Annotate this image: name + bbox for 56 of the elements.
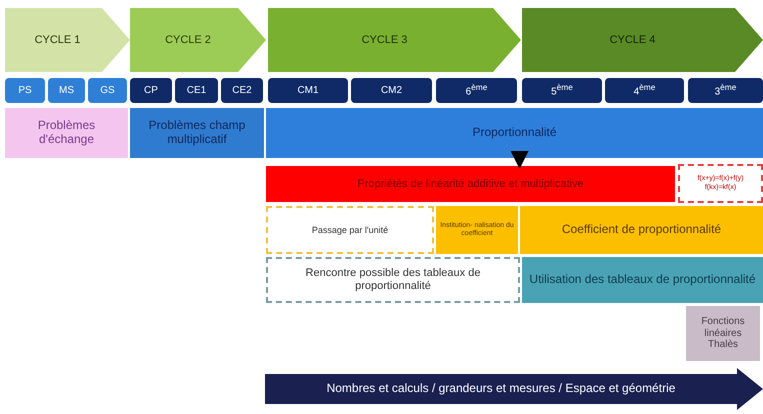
topic-box (266, 108, 763, 158)
grade-label: CM2 (380, 84, 402, 96)
grade-label: 6$^{ème}$ (466, 83, 488, 98)
grade-tab (175, 78, 218, 103)
domain-arrow (265, 368, 763, 410)
grade-tab (268, 78, 348, 103)
grade-tab (5, 78, 45, 103)
topic-text: Problèmes d'échange (36, 119, 96, 147)
dashed-topic-box (678, 164, 763, 203)
topic-text: Problèmes champ multiplicatif (148, 119, 246, 147)
grade-label: CE1 (186, 84, 206, 96)
grade-tab (48, 78, 85, 103)
topic-text: Rencontre possible des tableaux de proportionnalité (304, 267, 482, 293)
grade-tab (221, 78, 263, 103)
arrow (510, 151, 529, 169)
topic-box (266, 166, 675, 202)
grade-label: GS (100, 84, 115, 96)
grade-label: 4$^{ème}$ (634, 83, 656, 98)
grade-label: 3$^{ème}$ (714, 83, 736, 98)
grade-tab (88, 78, 127, 103)
topic-text: Passage par l'unité (312, 224, 388, 236)
topic-box (436, 206, 518, 254)
cycle-label: CYCLE 1 (34, 34, 80, 46)
cycle-header (5, 8, 130, 72)
cycle-header (522, 8, 763, 72)
topic-text: Nombres et calculs / grandeurs et mesures / Espace et géométrie (326, 382, 676, 396)
grade-label: PS (18, 84, 32, 96)
grade-tab (130, 78, 172, 103)
topic-text: Utilisation des tableaux de proportionnalité (529, 273, 756, 287)
grade-label: CP (144, 84, 158, 96)
grade-tab (351, 78, 432, 103)
grade-tab (605, 78, 684, 103)
grade-tab (436, 78, 517, 103)
cycle-label: CYCLE 2 (165, 34, 211, 46)
cycle-header (268, 8, 521, 72)
cycle-label: CYCLE 4 (610, 34, 656, 46)
grade-label: CE2 (232, 84, 252, 96)
cycle-label: CYCLE 3 (362, 34, 408, 46)
topic-text: Propriétés de linéarité additive et multiplicative (357, 178, 584, 190)
topic-box (130, 108, 264, 158)
grade-tab (522, 78, 602, 103)
topic-box (686, 306, 760, 361)
grade-label: 5$^{ème}$ (551, 83, 573, 98)
dashed-topic-box (266, 257, 520, 303)
dashed-topic-box (266, 206, 434, 254)
grade-label: MS (59, 84, 74, 96)
topic-text: Fonctions linéaires (700, 316, 746, 340)
grade-tab (688, 78, 763, 103)
topic-box (522, 257, 763, 303)
topic-text: Thalès (708, 339, 738, 351)
topic-box (5, 108, 128, 158)
topic-box (520, 206, 763, 254)
topic-text: Coefficient de proportionnalité (562, 223, 722, 237)
grade-label: CM1 (297, 84, 319, 96)
cycle-header (130, 8, 266, 72)
topic-text: Proportionnalité (472, 126, 557, 140)
